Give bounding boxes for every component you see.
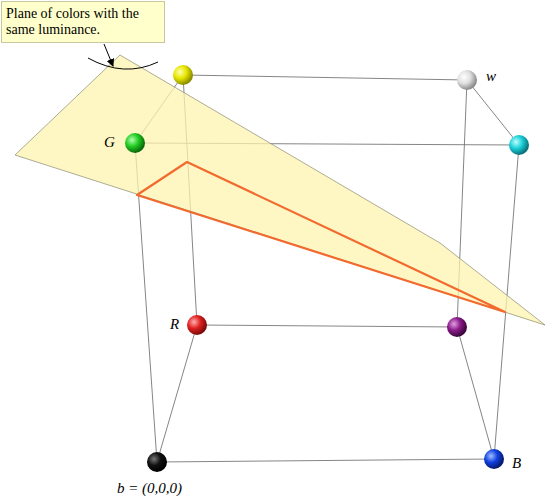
gamut-triangle (137, 162, 505, 312)
leader-arrow (104, 44, 113, 66)
vertex-label: w (486, 68, 496, 85)
callout-text: Plane of colors with the same luminance. (6, 6, 160, 38)
vertex-label: B (512, 455, 521, 472)
vertex-label: R (170, 316, 179, 333)
vertex-label: G (104, 134, 115, 151)
luminance-plane (15, 55, 545, 325)
callout-box: Plane of colors with the same luminance. (1, 1, 165, 43)
vertex-label: b = (0,0,0) (117, 480, 182, 497)
angle-arc (88, 58, 158, 69)
corner-spheres (125, 65, 529, 472)
